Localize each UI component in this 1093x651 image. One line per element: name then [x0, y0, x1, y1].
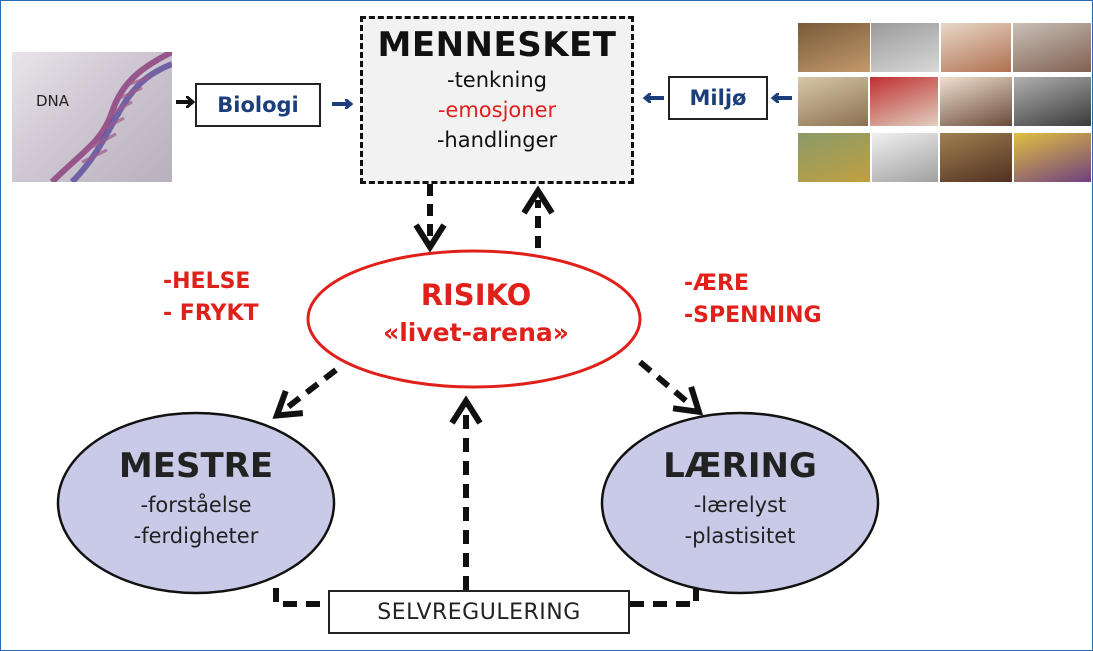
factor-honor: -ÆRE: [684, 271, 749, 296]
mastery-skills: -ferdigheter: [133, 524, 259, 548]
photo-student: [1013, 76, 1092, 127]
human-emotions: -emosjoner: [437, 98, 557, 122]
mastery-oval: [56, 411, 336, 595]
human-thinking: -tenkning: [447, 68, 547, 92]
left-factors: -HELSE - FRYKT: [163, 266, 259, 330]
human-actions: -handlinger: [436, 128, 558, 152]
arrow-risk-to-mastery: [272, 367, 338, 419]
photo-care-worker: [1013, 132, 1092, 183]
mastery-title: MESTRE: [118, 446, 274, 486]
photo-hairdresser: [939, 76, 1013, 127]
learning-title: LÆRING: [663, 446, 817, 486]
learning-plasticity: -plastisitet: [684, 524, 796, 548]
learning-motivation: -lærelyst: [693, 493, 787, 517]
photo-welder: [939, 132, 1013, 183]
workplace-photo-collage-icon: [797, 22, 1092, 184]
arrow-risk-to-learning: [638, 359, 704, 416]
human-box: MENNESKET -tenkning -emosjoner -handling…: [360, 16, 634, 184]
photo-mechanic: [870, 22, 940, 73]
photo-medic: [869, 76, 939, 127]
learning-oval: [600, 411, 880, 595]
human-title: MENNESKET: [377, 25, 617, 65]
dna-label: DNA: [36, 92, 70, 110]
mastery-text: MESTRE -forståelse -ferdigheter: [76, 446, 316, 552]
connector-learning-to-selfregulation: [630, 588, 699, 607]
biology-box: Biologi: [195, 83, 321, 127]
dna-helix-icon: [49, 52, 172, 182]
photo-construction: [797, 132, 871, 183]
connector-mastery-to-selfregulation: [273, 588, 328, 607]
environment-box: Miljø: [668, 76, 768, 120]
right-factors: -ÆRE -SPENNING: [684, 268, 822, 332]
risk-title: RISIKO: [420, 278, 532, 312]
risk-ellipse: [306, 249, 642, 389]
risk-label: RISIKO «livet-arena»: [312, 278, 640, 347]
risk-subtitle: «livet-arena»: [383, 318, 569, 347]
factor-health: -HELSE: [163, 269, 251, 294]
factor-excitement: -SPENNING: [684, 303, 822, 328]
self-regulation-box: SELVREGULERING: [328, 590, 630, 634]
photo-chef: [871, 132, 939, 183]
mastery-understanding: -forståelse: [140, 493, 252, 517]
dna-image: DNA: [12, 52, 172, 182]
learning-text: LÆRING -lærelyst -plastisitet: [620, 446, 860, 552]
photo-builder: [797, 76, 869, 127]
photo-worker: [940, 22, 1012, 73]
photo-plumber: [1012, 22, 1092, 73]
factor-fear: - FRYKT: [163, 301, 259, 326]
